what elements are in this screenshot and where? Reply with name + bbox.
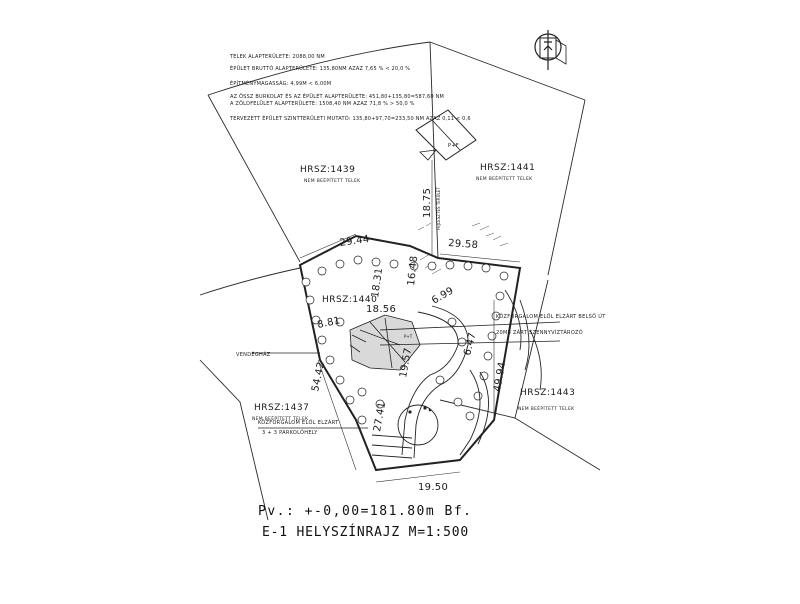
dim-top-left: 29.44 <box>339 234 370 249</box>
dim-north-east: 18.75 <box>422 188 433 218</box>
drawing-title: E-1 HELYSZÍNRAJZ M=1:500 <box>262 524 469 540</box>
road-leaders <box>252 321 561 429</box>
dim-mid-c: 18.56 <box>366 304 396 315</box>
private-road-label: KÖZFORGALOM ELŐL ELZÁRT <box>258 419 339 426</box>
north-arrow-icon <box>534 30 567 70</box>
tree-row <box>301 255 509 425</box>
dim-left-long: 54.42 <box>310 361 327 393</box>
internal-road-label: KÖZFORGALOM ELŐL ELZÁRT BELSŐ ÚT <box>496 313 606 320</box>
dim-mid-f: 19.57 <box>398 347 414 379</box>
note-plot-area: TELEK ALAPTERÜLETE: 2088,00 NM <box>229 53 325 60</box>
parcel-1437-id: HRSZ:1437 <box>254 403 309 413</box>
house-marker: P+T <box>404 334 413 339</box>
note-green-area: A ZÖLDFELÜLET ALAPTERÜLETE: 1508,40 NM A… <box>230 100 415 107</box>
parcel-1439-id: HRSZ:1439 <box>300 165 355 175</box>
notes-block: TELEK ALAPTERÜLETE: 2088,00 NM ÉPÜLET BR… <box>229 53 471 122</box>
dim-mid-b: 16.48 <box>406 255 420 286</box>
dim-mid-a: 18.31 <box>370 267 385 298</box>
dim-top-right: 29.58 <box>448 238 479 251</box>
carport: P+F <box>415 109 477 161</box>
neighbor-boundaries <box>199 41 601 521</box>
note-paving: AZ ÖSSZ BURKOLAT ÉS AZ ÉPÜLET ALAPTERÜLE… <box>230 92 444 100</box>
note-height: ÉPÍTMÉNYMAGASSÁG: 4,99M < 6,00M <box>230 79 331 87</box>
reference-level: Pv.: +-0,00=181.80m Bf. <box>258 504 473 519</box>
carport-marker: P+F <box>448 143 459 149</box>
sewage-tank-label: 20M8 ZÁRT SZENNYVÍZTÁROZÓ <box>496 329 583 336</box>
driveway <box>371 305 489 459</box>
dimension-lines <box>299 160 521 483</box>
note-floor-index: TERVEZETT ÉPÜLET SZINTTERÜLETI MUTATÓ: 1… <box>229 114 471 122</box>
dim-mid-d: 8.81 <box>316 315 341 331</box>
parking-label: 3 + 3 PARKOLÓHELY <box>262 429 318 436</box>
parcel-1437-status: NEM BEÉPÍTETT TELEK <box>252 414 309 422</box>
dim-right-short: 6.47 <box>462 331 478 356</box>
parcel-1441-status: NEM BEÉPÍTETT TELEK <box>476 174 533 182</box>
carport-area-label: FEJLESZTÉS TERÜLET <box>436 187 441 230</box>
parcel-1443-id: HRSZ:1443 <box>520 388 575 398</box>
note-building-ratio: ÉPÜLET BRUTTÓ ALAPTERÜLETE: 135,80NM AZA… <box>230 64 410 72</box>
parcel-1441-id: HRSZ:1441 <box>480 163 535 173</box>
dim-bottom: 19.50 <box>418 482 448 493</box>
parcel-1443-status: NEM BEÉPÍTETT TELEK <box>518 404 575 412</box>
survey-points <box>408 406 432 414</box>
guesthouse-label: VENDÉGHÁZ <box>236 350 271 358</box>
dim-lower-mid: 27.41 <box>372 401 388 433</box>
parcel-1439-status: NEM BEÉPÍTETT TELEK <box>304 176 361 184</box>
parcel-1440-id: HRSZ:1440 <box>322 295 377 305</box>
dim-right-long: 49.94 <box>492 361 508 393</box>
terrain-hatch <box>417 222 509 275</box>
dim-mid-e: 6.99 <box>430 285 456 306</box>
